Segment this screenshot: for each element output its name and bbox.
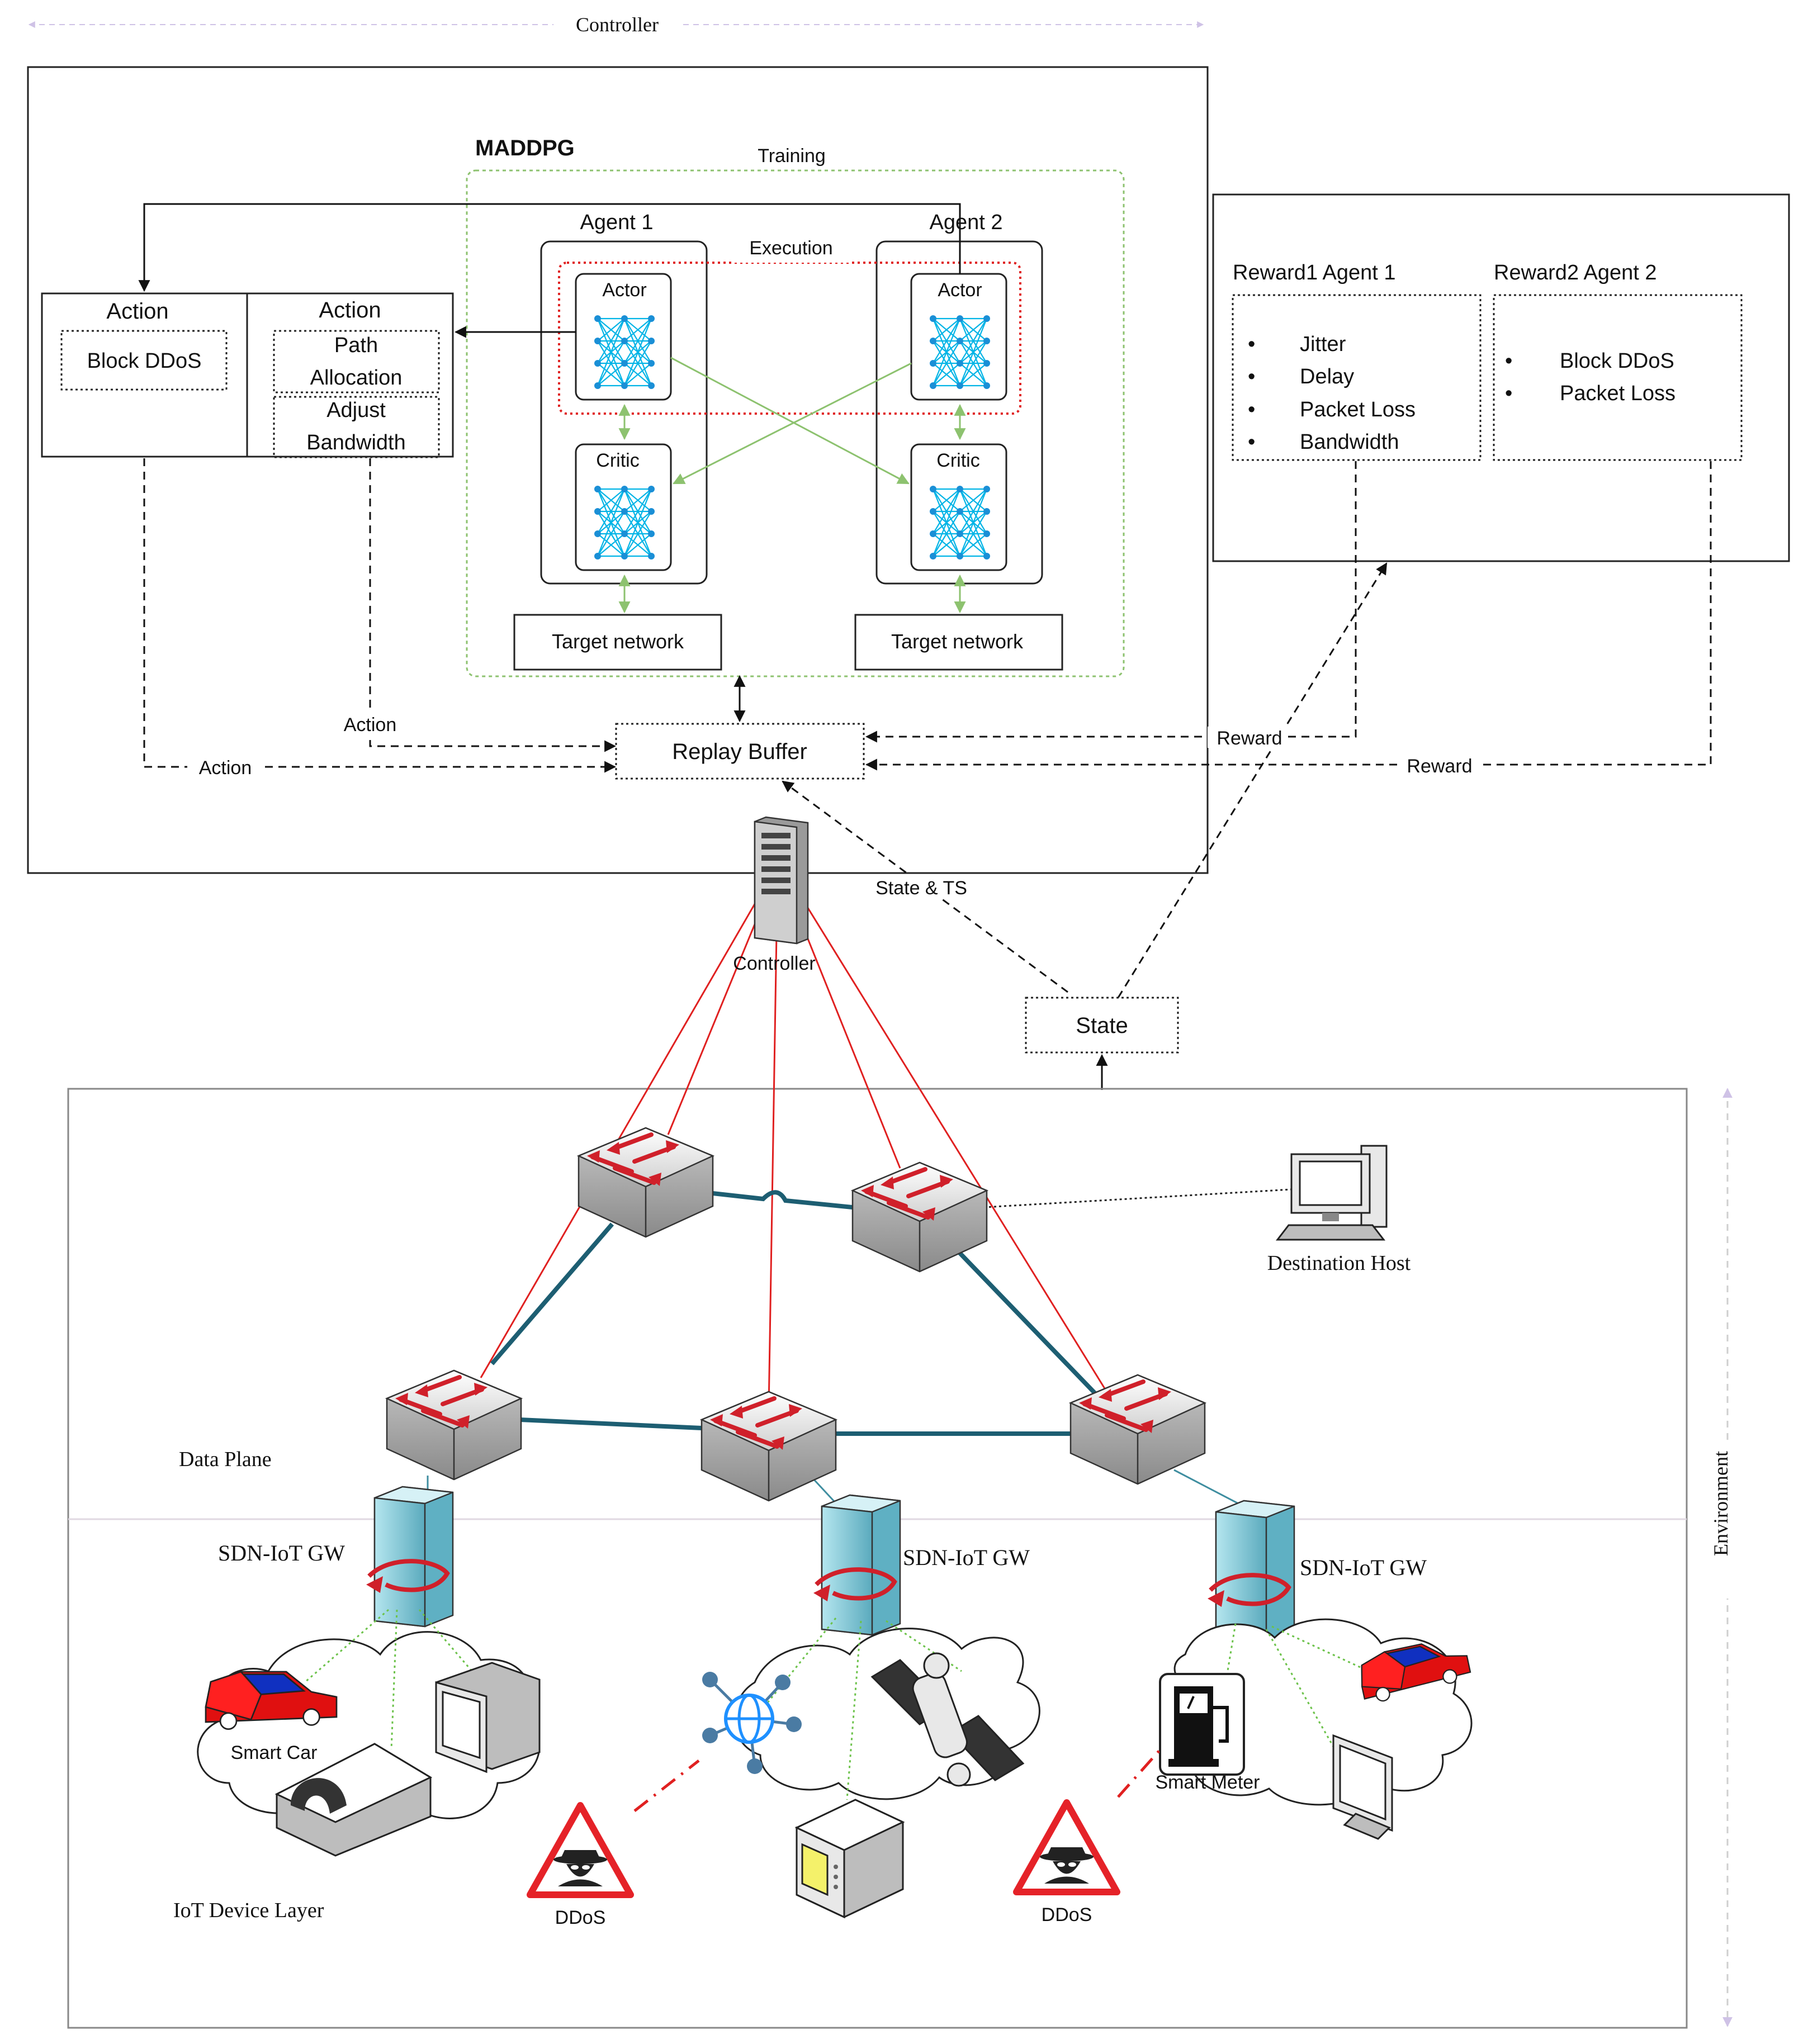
flow-reward2-label: Reward — [1407, 756, 1472, 777]
svg-text:•: • — [1248, 365, 1255, 388]
switch-mid-left — [387, 1370, 521, 1479]
agent2-target-label: Target network — [891, 630, 1024, 653]
state-box — [1025, 997, 1179, 1054]
agent1-target-network — [513, 614, 722, 671]
switch-top-left — [579, 1128, 713, 1237]
environment-range-label: Environment — [1710, 1451, 1732, 1556]
iot-layer-label: IoT Device Layer — [173, 1899, 324, 1922]
satellite-icon — [870, 1652, 1025, 1787]
switch-top-right — [853, 1163, 987, 1272]
agent2-critic-label: Critic — [936, 450, 979, 471]
monitor-right-icon — [1332, 1734, 1393, 1840]
action-block-ddos-box — [60, 330, 228, 391]
svg-text:•: • — [1248, 430, 1255, 454]
iot-device-links — [304, 1609, 1381, 1800]
environment-range-indicator: Environment — [1710, 1088, 1739, 2027]
action-adjust-bandwidth-text-2: Bandwidth — [306, 431, 405, 454]
control-plane-links — [480, 894, 1116, 1409]
flow-action2-label: Action — [344, 714, 397, 736]
training-label: Training — [758, 145, 826, 167]
reward-agent2-list: • Block DDoS • Packet Loss — [1505, 349, 1676, 405]
flow-reward-label: Reward — [1217, 728, 1282, 749]
svg-text:•: • — [1248, 398, 1255, 421]
execution-box — [558, 262, 1021, 415]
action-agent2-header: Action — [319, 298, 381, 323]
gateway-right-label: SDN-IoT GW — [1300, 1555, 1427, 1580]
maddpg-internal-links — [618, 357, 966, 614]
data-plane-links — [490, 1190, 1111, 1436]
replay-buffer-label: Replay Buffer — [672, 739, 807, 764]
flow-action-label: Action — [199, 757, 252, 779]
reward-agent1-list: • Jitter • Delay • Packet Loss • Bandwidth — [1248, 333, 1416, 454]
ddos-right-label: DDoS — [1042, 1904, 1092, 1926]
controller-server-label: Controller — [733, 953, 815, 974]
action-block-ddos: Block DDoS — [87, 349, 202, 373]
gateway-center-icon — [813, 1495, 900, 1635]
smart-car-label: Smart Car — [231, 1742, 318, 1763]
controller-server-icon — [754, 816, 809, 945]
execution-label: Execution — [749, 238, 832, 259]
gateway-right-icon — [1208, 1501, 1294, 1640]
smart-meter-icon — [1159, 1673, 1245, 1776]
agent1-label: Agent 1 — [580, 211, 654, 234]
reward1-item: Delay — [1300, 365, 1354, 388]
action-path-allocation-text: Path — [334, 334, 378, 357]
svg-text:•: • — [1505, 349, 1512, 373]
environment-box — [67, 1088, 1688, 2029]
action-path-allocation-box — [273, 330, 440, 393]
gateway-center-label: SDN-IoT GW — [903, 1545, 1030, 1570]
reward2-item: Packet Loss — [1560, 382, 1676, 405]
action-adjust-bandwidth-text: Adjust — [326, 399, 386, 422]
router-device-icon — [274, 1743, 433, 1857]
ddos-left-label: DDoS — [555, 1907, 606, 1928]
ddos-attacker-left-icon — [530, 1805, 631, 1895]
controller-range-indicator: Controller — [28, 12, 1204, 37]
maddpg-title: MADDPG — [475, 136, 575, 160]
ddos-attack-links — [633, 1746, 1164, 1812]
agent2-actor: Actor — [910, 273, 1007, 401]
gateway-left-icon — [366, 1487, 453, 1626]
action-adjust-bandwidth-box — [273, 396, 440, 458]
destination-host-link — [983, 1188, 1292, 1208]
ddos-attacker-right-icon — [1016, 1803, 1117, 1892]
reward1-item: Jitter — [1300, 333, 1346, 356]
agent1-target-label: Target network — [552, 630, 684, 653]
reward-box — [1212, 193, 1790, 562]
reward-agent1-title: Reward1 Agent 1 — [1233, 261, 1396, 284]
agent2-actor-label: Actor — [938, 279, 982, 301]
agent1-actor: Actor — [575, 273, 672, 401]
monitor-left-icon — [435, 1662, 541, 1773]
state-label: State — [1076, 1013, 1128, 1038]
flow-state-ts-label: State & TS — [875, 878, 967, 899]
reward-agent2-title: Reward2 Agent 2 — [1494, 261, 1657, 284]
agent2-critic: Critic — [910, 443, 1007, 571]
svg-text:•: • — [1505, 382, 1512, 405]
agent2-target-network — [854, 614, 1063, 671]
iot-cloud-center — [733, 1628, 1040, 1800]
replay-buffer-box — [615, 723, 865, 780]
reward1-item: Packet Loss — [1300, 398, 1416, 421]
controller-box — [27, 66, 1209, 874]
data-plane-label: Data Plane — [179, 1448, 272, 1471]
destination-host-label: Destination Host — [1267, 1251, 1411, 1275]
microwave-device-icon — [794, 1799, 905, 1919]
gateway-left-label: SDN-IoT GW — [218, 1540, 345, 1566]
reward1-item: Bandwidth — [1300, 430, 1399, 454]
agent1-critic: Critic — [575, 443, 672, 571]
agent1-actor-label: Actor — [602, 279, 646, 301]
smart-meter-label: Smart Meter — [1155, 1772, 1260, 1793]
actor-to-action-links — [138, 203, 961, 338]
controller-range-label: Controller — [576, 13, 659, 36]
switch-mid-center — [702, 1392, 836, 1501]
agent2-label: Agent 2 — [930, 211, 1003, 234]
destination-host-icon — [1275, 1145, 1388, 1241]
agent1-critic-label: Critic — [596, 450, 639, 471]
action-agent1-header: Action — [106, 299, 168, 324]
action-path-allocation-text-2: Allocation — [310, 366, 403, 390]
svg-text:•: • — [1248, 333, 1255, 356]
reward2-item: Block DDoS — [1560, 349, 1674, 373]
internet-globe-icon — [702, 1672, 802, 1774]
